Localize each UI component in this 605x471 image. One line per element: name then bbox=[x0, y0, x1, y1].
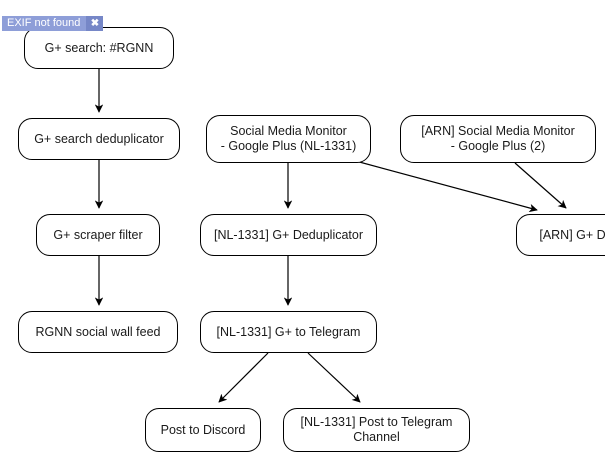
node-arn-gplus-deduplicator[interactable]: [ARN] G+ De bbox=[516, 214, 605, 256]
edge-arn-social-media-monitor-gplus-2-to-arn-gplus-deduplicator bbox=[514, 162, 567, 209]
node-gplus-search-deduplicator[interactable]: G+ search deduplicator bbox=[18, 118, 180, 160]
exif-notice-badge: EXIF not found ✖ bbox=[2, 16, 104, 31]
node-social-media-monitor-gplus-nl1331[interactable]: Social Media Monitor - Google Plus (NL-1… bbox=[206, 115, 371, 163]
node-gplus-search-rgnn[interactable]: G+ search: #RGNN bbox=[24, 27, 174, 69]
node-nl1331-gplus-deduplicator[interactable]: [NL-1331] G+ Deduplicator bbox=[200, 214, 377, 256]
edge-nl1331-gplus-to-telegram-to-post-to-discord bbox=[218, 352, 269, 403]
node-nl1331-gplus-to-telegram[interactable]: [NL-1331] G+ to Telegram bbox=[200, 311, 377, 353]
edge-social-media-monitor-gplus-nl1331-to-arn-gplus-deduplicator bbox=[351, 159, 538, 213]
exif-notice-label: EXIF not found bbox=[7, 17, 81, 29]
edge-nl1331-gplus-to-telegram-to-nl1331-post-to-telegram-channel bbox=[307, 352, 361, 403]
node-nl1331-post-to-telegram-channel[interactable]: [NL-1331] Post to Telegram Channel bbox=[283, 408, 470, 452]
node-gplus-scraper-filter[interactable]: G+ scraper filter bbox=[36, 214, 160, 256]
node-rgnn-social-wall-feed[interactable]: RGNN social wall feed bbox=[18, 311, 178, 353]
close-icon[interactable]: ✖ bbox=[86, 16, 104, 31]
node-post-to-discord[interactable]: Post to Discord bbox=[145, 408, 261, 452]
node-arn-social-media-monitor-gplus-2[interactable]: [ARN] Social Media Monitor - Google Plus… bbox=[400, 115, 596, 163]
